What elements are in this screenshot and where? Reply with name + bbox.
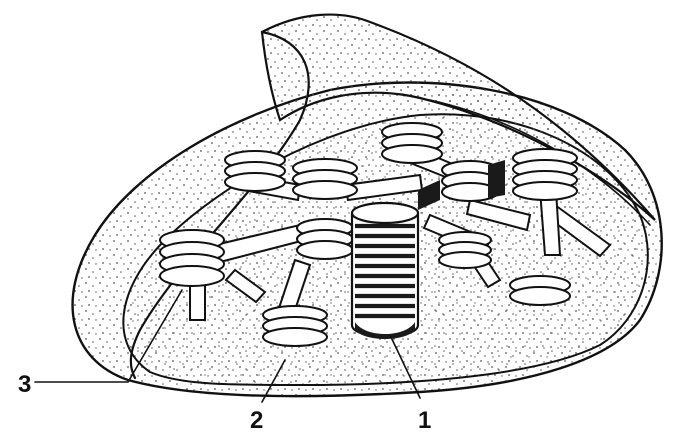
label-1: 1 [418, 407, 431, 434]
granum-e [513, 149, 577, 200]
granum-a [160, 230, 224, 286]
granum-i [439, 232, 491, 268]
granum-c [293, 159, 357, 199]
label-2: 2 [250, 407, 263, 434]
granum-g [297, 219, 353, 259]
granum-b [225, 151, 285, 191]
granum-d [382, 123, 442, 163]
label-3: 3 [18, 371, 31, 398]
granum-j [510, 276, 570, 305]
granum-h [263, 306, 327, 346]
